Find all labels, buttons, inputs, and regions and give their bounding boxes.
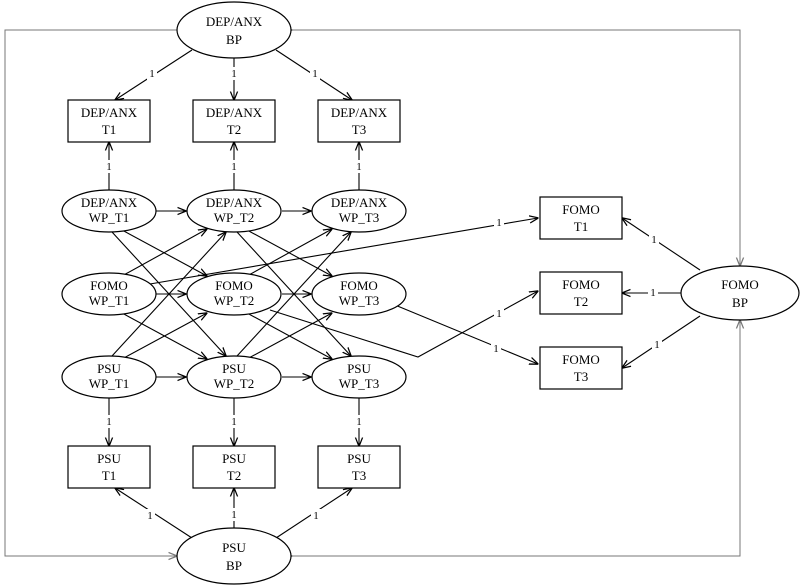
node-label-line1: DEP/ANX — [206, 14, 263, 29]
node-label-line2: WP_T2 — [214, 293, 254, 308]
node-label-line2: BP — [226, 558, 242, 573]
nodes: DEP/ANX BP DEP/ANX T1 DEP/ANX T2 DEP/ANX… — [61, 1, 800, 585]
node-label-line2: T3 — [352, 468, 366, 483]
loading-label: 1 — [496, 217, 502, 229]
frame-edge-dep-fomo — [292, 30, 740, 266]
loading-label: 1 — [654, 339, 660, 351]
edge-fomowp1-fomot1 — [149, 218, 538, 285]
node-label-line1: FOMO — [562, 277, 600, 292]
node-dep-anx-wp-t2: DEP/ANX WP_T2 — [186, 189, 282, 233]
node-psu-t1: PSU T1 — [67, 445, 151, 489]
node-psu-wp-t1: PSU WP_T1 — [61, 355, 157, 399]
node-label-line2: WP_T1 — [89, 210, 129, 225]
node-label-line2: T2 — [227, 122, 241, 137]
edge-fomowp3-fomot3 — [394, 304, 538, 364]
node-label-line1: DEP/ANX — [81, 195, 138, 210]
loading-label: 1 — [106, 161, 112, 173]
loading-labels: 1 1 1 1 1 1 1 1 1 1 1 1 1 1 1 1 1 1 — [104, 67, 662, 522]
node-label-line2: T3 — [574, 369, 588, 384]
frame-edge-dep-psu — [4, 30, 177, 556]
node-fomo-wp-t3: FOMO WP_T3 — [311, 272, 407, 316]
loading-label: 1 — [493, 343, 499, 355]
node-dep-anx-bp: DEP/ANX BP — [176, 1, 292, 59]
node-label-line1: PSU — [222, 361, 246, 376]
loading-label: 1 — [356, 416, 362, 428]
edge-psuwp2-fomowp3 — [246, 313, 332, 360]
loading-label: 1 — [147, 510, 153, 522]
node-label-line2: T1 — [574, 219, 588, 234]
node-label-line1: PSU — [97, 361, 121, 376]
node-label-line2: WP_T1 — [89, 293, 129, 308]
loading-label: 1 — [651, 234, 657, 246]
node-label-line1: FOMO — [562, 352, 600, 367]
node-dep-anx-wp-t3: DEP/ANX WP_T3 — [311, 189, 407, 233]
loading-label: 1 — [231, 416, 237, 428]
node-label-line2: T1 — [102, 468, 116, 483]
node-label-line2: WP_T3 — [339, 293, 379, 308]
node-psu-bp: PSU BP — [176, 527, 292, 585]
node-fomo-t1: FOMO T1 — [539, 196, 623, 240]
loading-label: 1 — [496, 308, 502, 320]
node-psu-wp-t3: PSU WP_T3 — [311, 355, 407, 399]
node-psu-t3: PSU T3 — [317, 445, 401, 489]
loading-label: 1 — [356, 161, 362, 173]
node-label-line1: PSU — [347, 361, 371, 376]
node-label-line1: DEP/ANX — [331, 105, 388, 120]
frame-edge-psu-fomo — [292, 320, 740, 556]
node-label-line2: WP_T3 — [339, 210, 379, 225]
node-label-line2: WP_T2 — [214, 376, 254, 391]
loading-label: 1 — [149, 68, 155, 80]
loading-label: 1 — [106, 416, 112, 428]
loading-label: 1 — [231, 68, 237, 80]
edge-psuwp1-fomowp2 — [121, 313, 207, 360]
node-label-line2: BP — [732, 295, 748, 310]
node-fomo-wp-t1: FOMO WP_T1 — [61, 272, 157, 316]
node-label-line2: T1 — [102, 122, 116, 137]
edge-psuwp1-depwp2 — [111, 232, 226, 357]
node-psu-t2: PSU T2 — [192, 445, 276, 489]
node-label-line2: WP_T3 — [339, 376, 379, 391]
node-fomo-wp-t2: FOMO WP_T2 — [186, 272, 282, 316]
node-label-line2: T2 — [227, 468, 241, 483]
node-label-line1: PSU — [97, 451, 121, 466]
node-label-line1: DEP/ANX — [206, 105, 263, 120]
edge-fomobp-fomot1 — [622, 218, 701, 271]
node-label-line1: DEP/ANX — [81, 105, 138, 120]
node-fomo-t3: FOMO T3 — [539, 346, 623, 390]
node-dep-anx-t2: DEP/ANX T2 — [192, 99, 276, 143]
loading-label: 1 — [312, 68, 318, 80]
node-dep-anx-wp-t1: DEP/ANX WP_T1 — [61, 189, 157, 233]
edge-fomowp1-depwp2 — [121, 229, 207, 277]
node-label-line2: T2 — [574, 294, 588, 309]
node-label-line1: FOMO — [340, 278, 378, 293]
node-label-line1: FOMO — [90, 278, 128, 293]
node-label-line1: PSU — [222, 451, 246, 466]
node-label-line1: FOMO — [721, 277, 759, 292]
node-psu-wp-t2: PSU WP_T2 — [186, 355, 282, 399]
node-label-line2: WP_T1 — [89, 376, 129, 391]
node-label-line1: PSU — [347, 451, 371, 466]
node-dep-anx-t3: DEP/ANX T3 — [317, 99, 401, 143]
node-dep-anx-t1: DEP/ANX T1 — [67, 99, 151, 143]
loading-label: 1 — [231, 161, 237, 173]
node-label-line2: BP — [226, 32, 242, 47]
node-label-line1: PSU — [222, 540, 246, 555]
loading-label: 1 — [313, 510, 319, 522]
node-fomo-t2: FOMO T2 — [539, 271, 623, 315]
loading-label: 1 — [650, 287, 656, 299]
node-label-line1: FOMO — [215, 278, 253, 293]
node-label-line1: DEP/ANX — [331, 195, 388, 210]
node-fomo-bp: FOMO BP — [680, 265, 800, 321]
loading-label: 1 — [231, 509, 237, 521]
node-label-line2: T3 — [352, 122, 366, 137]
node-label-line1: DEP/ANX — [206, 195, 263, 210]
node-label-line2: WP_T2 — [214, 210, 254, 225]
node-label-line1: FOMO — [562, 202, 600, 217]
edge-fomowp2-depwp3 — [246, 229, 332, 277]
